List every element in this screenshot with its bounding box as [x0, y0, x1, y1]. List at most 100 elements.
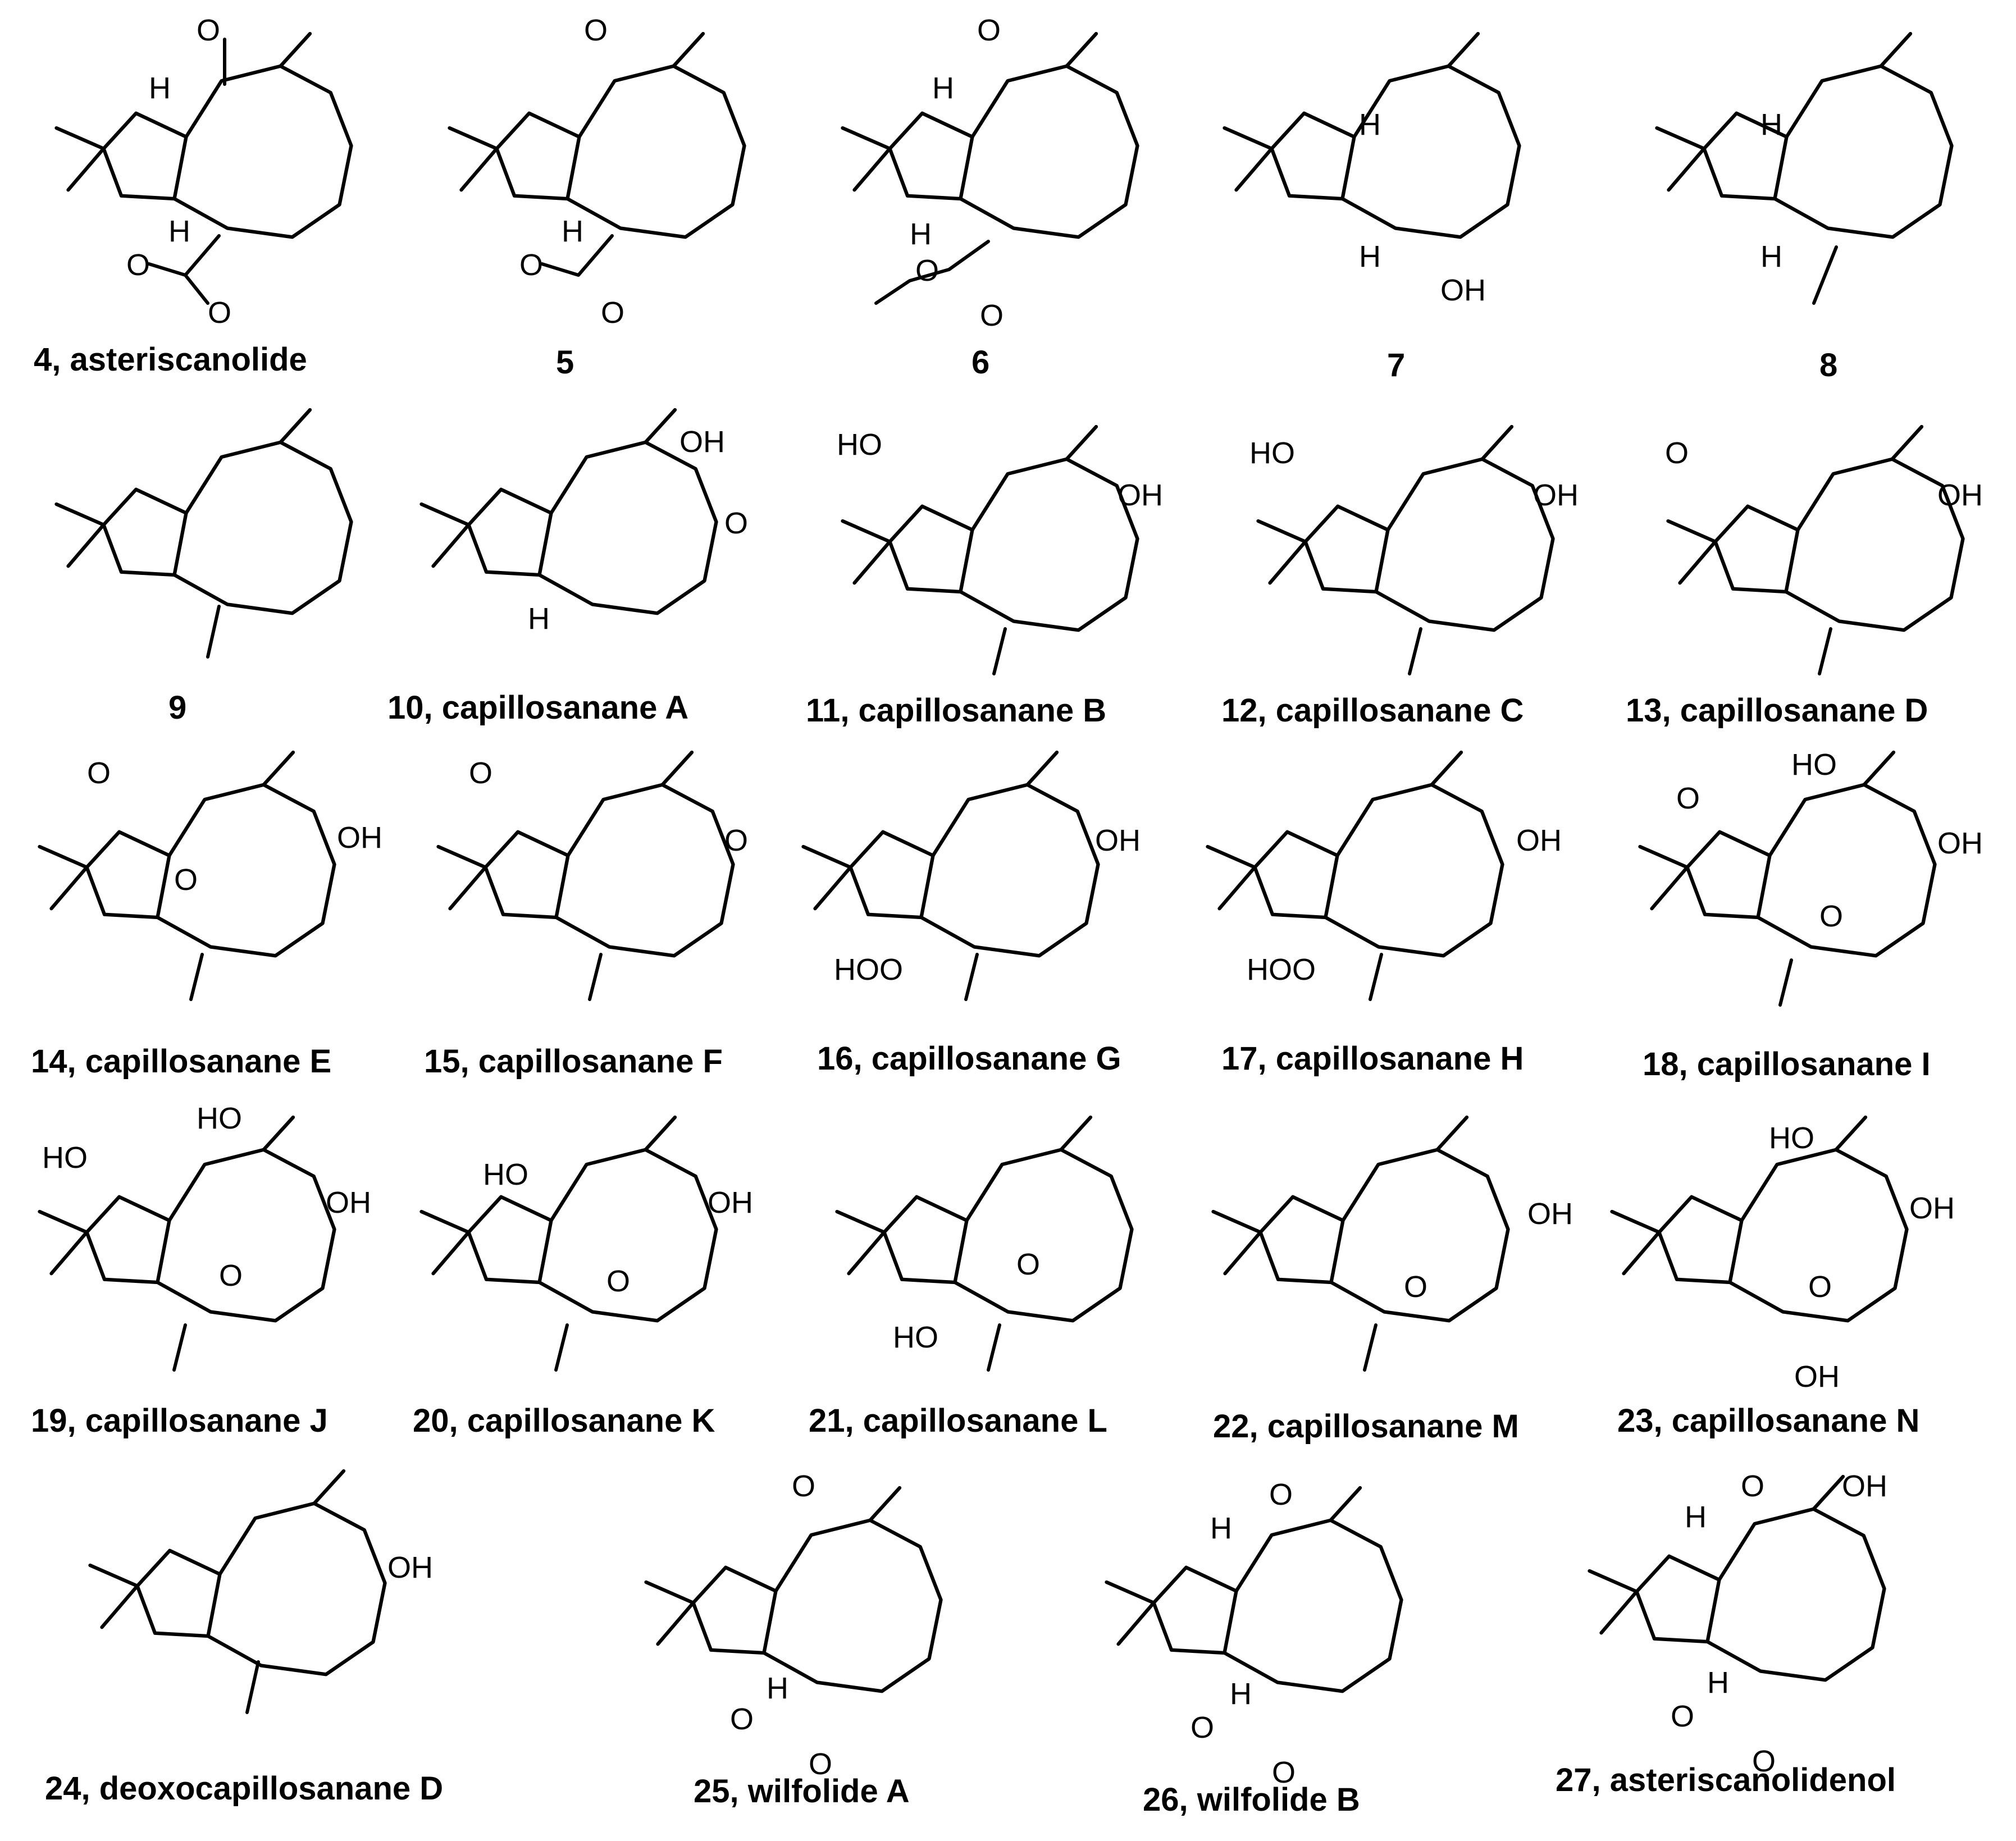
atom-ho: HO: [1791, 748, 1837, 782]
atom-o: O: [809, 1747, 832, 1781]
structure-19: HO HO OH O: [40, 1102, 371, 1372]
atom-h: H: [1230, 1677, 1252, 1711]
atom-hoo: HOO: [834, 953, 903, 986]
label-compound-19: 19, capillosanane J: [31, 1403, 328, 1439]
atom-ho: HO: [1769, 1121, 1814, 1155]
structure-18: HO O OH O: [1640, 748, 1983, 1007]
label-compound-21: 21, capillosanane L: [809, 1403, 1107, 1439]
atom-o: O: [980, 299, 1004, 332]
atom-oh: OH: [1095, 824, 1141, 857]
atom-oh: OH: [1794, 1360, 1840, 1394]
structure-26: O H H O O: [1107, 1478, 1402, 1789]
atom-oh: OH: [1937, 478, 1983, 512]
atom-oh: OH: [337, 821, 382, 855]
label-compound-25: 25, wilfolide A: [694, 1773, 910, 1810]
structure-25: O H O O: [646, 1469, 941, 1781]
structure-17: OH HOO: [1208, 752, 1562, 1001]
atom-oh: OH: [1118, 478, 1163, 512]
label-compound-13: 13, capillosanane D: [1626, 692, 1928, 729]
atom-h: H: [168, 214, 190, 248]
atom-oh: OH: [679, 425, 725, 459]
atom-o: O: [1676, 782, 1700, 815]
label-compound-12: 12, capillosanane C: [1221, 692, 1524, 729]
label-compound-20: 20, capillosanane K: [413, 1403, 715, 1439]
atom-o: O: [1819, 899, 1843, 933]
structure-11: HO OH: [837, 427, 1163, 675]
atom-oh: OH: [326, 1186, 371, 1219]
atom-h: H: [932, 71, 954, 105]
atom-o: O: [1752, 1744, 1776, 1778]
atom-h: H: [528, 602, 550, 636]
atom-o: O: [1272, 1756, 1296, 1789]
atom-h: H: [1359, 240, 1381, 273]
atom-o: O: [606, 1264, 630, 1298]
atom-ho: HO: [893, 1321, 938, 1354]
structure-13: O OH: [1665, 427, 1983, 675]
label-compound-24: 24, deoxocapillosanane D: [45, 1770, 443, 1807]
atom-o: O: [1808, 1270, 1832, 1304]
structure-21: O HO: [837, 1117, 1132, 1372]
structure-12: HO OH: [1249, 427, 1579, 675]
structure-7: H H OH: [1225, 34, 1520, 307]
atom-o: O: [87, 756, 111, 790]
atom-ho: HO: [42, 1141, 88, 1175]
atom-oh: OH: [1440, 273, 1486, 307]
structure-9: [57, 410, 352, 659]
atom-ho: HO: [197, 1102, 242, 1135]
label-compound-11: 11, capillosanane B: [806, 692, 1106, 729]
atom-h: H: [149, 71, 171, 105]
structure-10: OH O H: [422, 410, 748, 636]
atom-hoo: HOO: [1247, 953, 1316, 986]
label-compound-16: 16, capillosanane G: [817, 1040, 1121, 1077]
atom-o: O: [584, 13, 608, 47]
atom-ho: HO: [1249, 436, 1295, 470]
atom-h: H: [1359, 108, 1381, 141]
atom-oh: OH: [1516, 824, 1562, 857]
label-compound-23: 23, capillosanane N: [1617, 1403, 1919, 1439]
atom-o: O: [1016, 1248, 1040, 1281]
atom-o: O: [174, 863, 198, 897]
structure-24: OH: [90, 1471, 433, 1714]
label-compound-22: 22, capillosanane M: [1213, 1408, 1519, 1445]
structure-8: H H: [1657, 34, 1952, 305]
atom-h: H: [1210, 1511, 1232, 1545]
atom-o: O: [1404, 1270, 1427, 1304]
label-compound-17: 17, capillosanane H: [1221, 1040, 1524, 1077]
label-compound-5: 5: [556, 344, 574, 381]
structure-16: OH HOO: [804, 752, 1141, 1001]
label-compound-4: 4, asteriscanolide: [34, 341, 307, 378]
atom-h: H: [1760, 240, 1782, 273]
structure-22: OH O: [1214, 1117, 1573, 1372]
atom-o: O: [1191, 1711, 1214, 1744]
structure-20: HO OH O: [422, 1117, 753, 1372]
structure-14: O O OH: [40, 752, 382, 1001]
atom-o: O: [219, 1259, 243, 1292]
atom-oh: OH: [1909, 1191, 1955, 1225]
structure-4: O H H O O: [57, 13, 352, 330]
label-compound-6: 6: [971, 344, 989, 381]
atom-o: O: [724, 506, 748, 540]
label-compound-15: 15, capillosanane F: [424, 1043, 723, 1080]
structure-27: O OH H H O O: [1590, 1469, 1887, 1778]
label-compound-10: 10, capillosanane A: [387, 689, 688, 726]
atom-o: O: [1269, 1478, 1293, 1511]
atom-ho: HO: [483, 1158, 528, 1191]
atom-oh: OH: [1527, 1197, 1573, 1231]
atom-o: O: [601, 296, 624, 330]
structure-23: HO OH O OH: [1612, 1117, 1955, 1394]
atom-h: H: [767, 1671, 788, 1705]
label-compound-8: 8: [1819, 347, 1837, 383]
atom-o: O: [197, 13, 220, 47]
atom-ho: HO: [837, 428, 882, 462]
atom-h: H: [1760, 108, 1782, 141]
atom-h: H: [562, 214, 583, 248]
atom-o: O: [915, 254, 939, 287]
label-compound-26: 26, wilfolide B: [1143, 1781, 1360, 1818]
atom-h: H: [1685, 1500, 1707, 1534]
label-compound-9: 9: [168, 689, 186, 726]
atom-h: H: [910, 217, 932, 251]
structure-6: O H H O O: [843, 13, 1138, 332]
atom-o: O: [724, 824, 748, 857]
atom-o: O: [1665, 436, 1689, 470]
atom-oh: OH: [1937, 826, 1983, 860]
